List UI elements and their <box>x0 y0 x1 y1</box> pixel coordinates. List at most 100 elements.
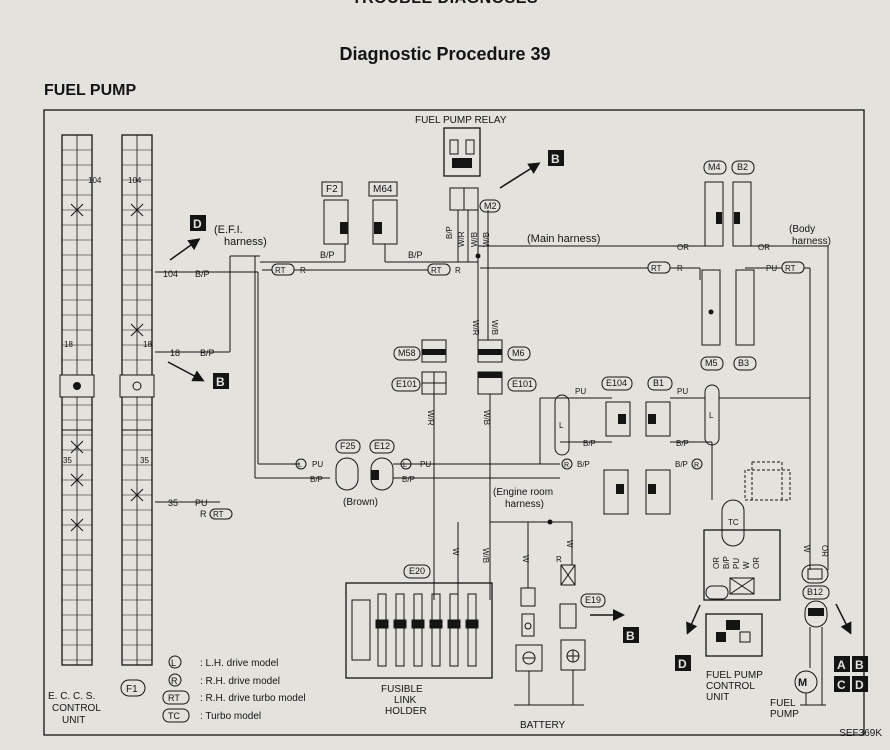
body-harness-1: (Body <box>789 224 815 235</box>
arrow-to-d <box>169 238 201 261</box>
f25-connector <box>335 457 359 491</box>
fpcu-or2: OR <box>752 557 761 569</box>
fusible-link <box>413 593 423 667</box>
ecu-connector-right <box>119 134 155 666</box>
fusible-link <box>467 593 477 667</box>
pin-104-label: 104 <box>88 176 102 185</box>
legend-sym-r: R <box>171 676 178 686</box>
rt-left: RT <box>275 266 286 275</box>
fusible-link-element <box>411 619 425 629</box>
marker-a <box>834 656 850 672</box>
relay-bp: B/P <box>445 226 454 239</box>
pin-104b-label: 104 <box>128 176 142 185</box>
marker-d-efi <box>190 215 206 231</box>
fpcu-label-1: FUEL PUMP <box>706 670 763 681</box>
pump-label-1: FUEL <box>770 698 796 709</box>
f1-label: F1 <box>126 684 138 695</box>
wire-104-pin: 104 <box>163 269 178 279</box>
legend: L : L.H. drive model R : R.H. drive mode… <box>162 655 306 723</box>
b1-label: B1 <box>653 378 664 388</box>
main-harness-label: (Main harness) <box>527 233 600 245</box>
b3-label: B3 <box>738 358 749 368</box>
low-wr: W/R <box>426 410 435 426</box>
fusible-link-element <box>447 619 461 629</box>
arrow-to-d-fpcu <box>686 604 701 635</box>
pin-18-label: 18 <box>64 340 73 349</box>
b1-connector <box>645 401 671 437</box>
ecu-unused-pin <box>70 473 84 487</box>
f2-wire-color: B/P <box>320 250 335 260</box>
marker-b-battery <box>623 627 639 643</box>
f2-label: F2 <box>326 184 338 195</box>
e104-alt-connector <box>603 469 629 515</box>
fusible-label-1: FUSIBLE <box>381 684 423 695</box>
wire-18-color: B/P <box>200 348 215 358</box>
legend-text-rt: : R.H. drive turbo model <box>200 693 306 704</box>
page-title: Diagnostic Procedure 39 <box>339 44 551 64</box>
fusible-link-element <box>393 619 407 629</box>
page-header-cut: TROUBLE DIAGNOSES <box>0 0 890 8</box>
fusible-link <box>449 593 459 667</box>
fusible-link <box>377 593 387 667</box>
fpcu-or: OR <box>712 557 721 569</box>
m6-label: M6 <box>512 348 525 358</box>
fpcu-label-3: UNIT <box>706 692 729 703</box>
fpcu-connector <box>703 529 781 601</box>
marker-d-fpcu <box>675 655 691 671</box>
fusible-link-element <box>429 619 443 629</box>
fusible-link <box>395 593 405 667</box>
marker-b-pump <box>852 656 868 672</box>
f25-bp: B/P <box>310 475 323 484</box>
l-bracket: L <box>559 421 564 430</box>
ecu-label-1: E. C. C. S. <box>48 691 95 702</box>
m58-label: M58 <box>398 348 416 358</box>
legend-sym-l: L <box>171 658 176 668</box>
arrow-relay-b <box>499 162 541 189</box>
fusible-link-element <box>375 619 389 629</box>
e12-pu: PU <box>420 460 431 469</box>
legend-text-tc: : Turbo model <box>200 711 261 722</box>
diagram-frame <box>43 109 865 736</box>
ecu-label-2: CONTROL <box>52 703 101 714</box>
body-harness-2: harness) <box>792 236 831 247</box>
fusible-label-3: HOLDER <box>385 706 427 717</box>
pin-35b-label: 35 <box>140 456 149 465</box>
r-mid: R <box>455 266 461 275</box>
fpcu-w: W <box>742 561 751 569</box>
e12-label: E12 <box>374 441 390 451</box>
vert-wr: W/R <box>471 320 480 336</box>
wire-35-color: PU <box>195 498 208 508</box>
engine-room-1: (Engine room <box>493 487 553 498</box>
rt-mid: RT <box>431 266 442 275</box>
r-right: R <box>677 264 683 273</box>
e104-pu: PU <box>575 387 586 396</box>
fusible-link-holder <box>345 582 493 679</box>
wire-35-pin: 35 <box>168 498 178 508</box>
mid-bp-2: B/P <box>676 439 689 448</box>
marker-d-fpcu-text: D <box>678 657 687 671</box>
e104-connector <box>605 401 631 437</box>
pin-35-label: 35 <box>63 456 72 465</box>
marker-b-relay <box>548 150 564 166</box>
m5-connector <box>701 269 721 346</box>
battery-label: BATTERY <box>520 720 566 731</box>
legend-text-l: : L.H. drive model <box>200 658 278 669</box>
ecu-unused-pin <box>130 488 144 502</box>
e20-label: E20 <box>409 566 425 576</box>
e104-label: E104 <box>606 378 627 388</box>
ecu-unused-pin <box>70 203 84 217</box>
wire-18-pin: 18 <box>170 348 180 358</box>
tc-label: TC <box>728 518 739 527</box>
body-or: OR <box>758 243 770 252</box>
engine-room-2: harness) <box>505 499 544 510</box>
ecu-connector-left <box>59 134 95 666</box>
wire-104-color: B/P <box>195 269 210 279</box>
figure-id: SEF369K <box>839 728 882 739</box>
e101b-label: E101 <box>512 379 533 389</box>
b1-pu: PU <box>677 387 688 396</box>
m4-connector <box>704 181 724 247</box>
marker-d-efi-text: D <box>193 217 202 231</box>
ecu-unused-pin <box>70 440 84 454</box>
batt-r: R <box>556 555 562 564</box>
